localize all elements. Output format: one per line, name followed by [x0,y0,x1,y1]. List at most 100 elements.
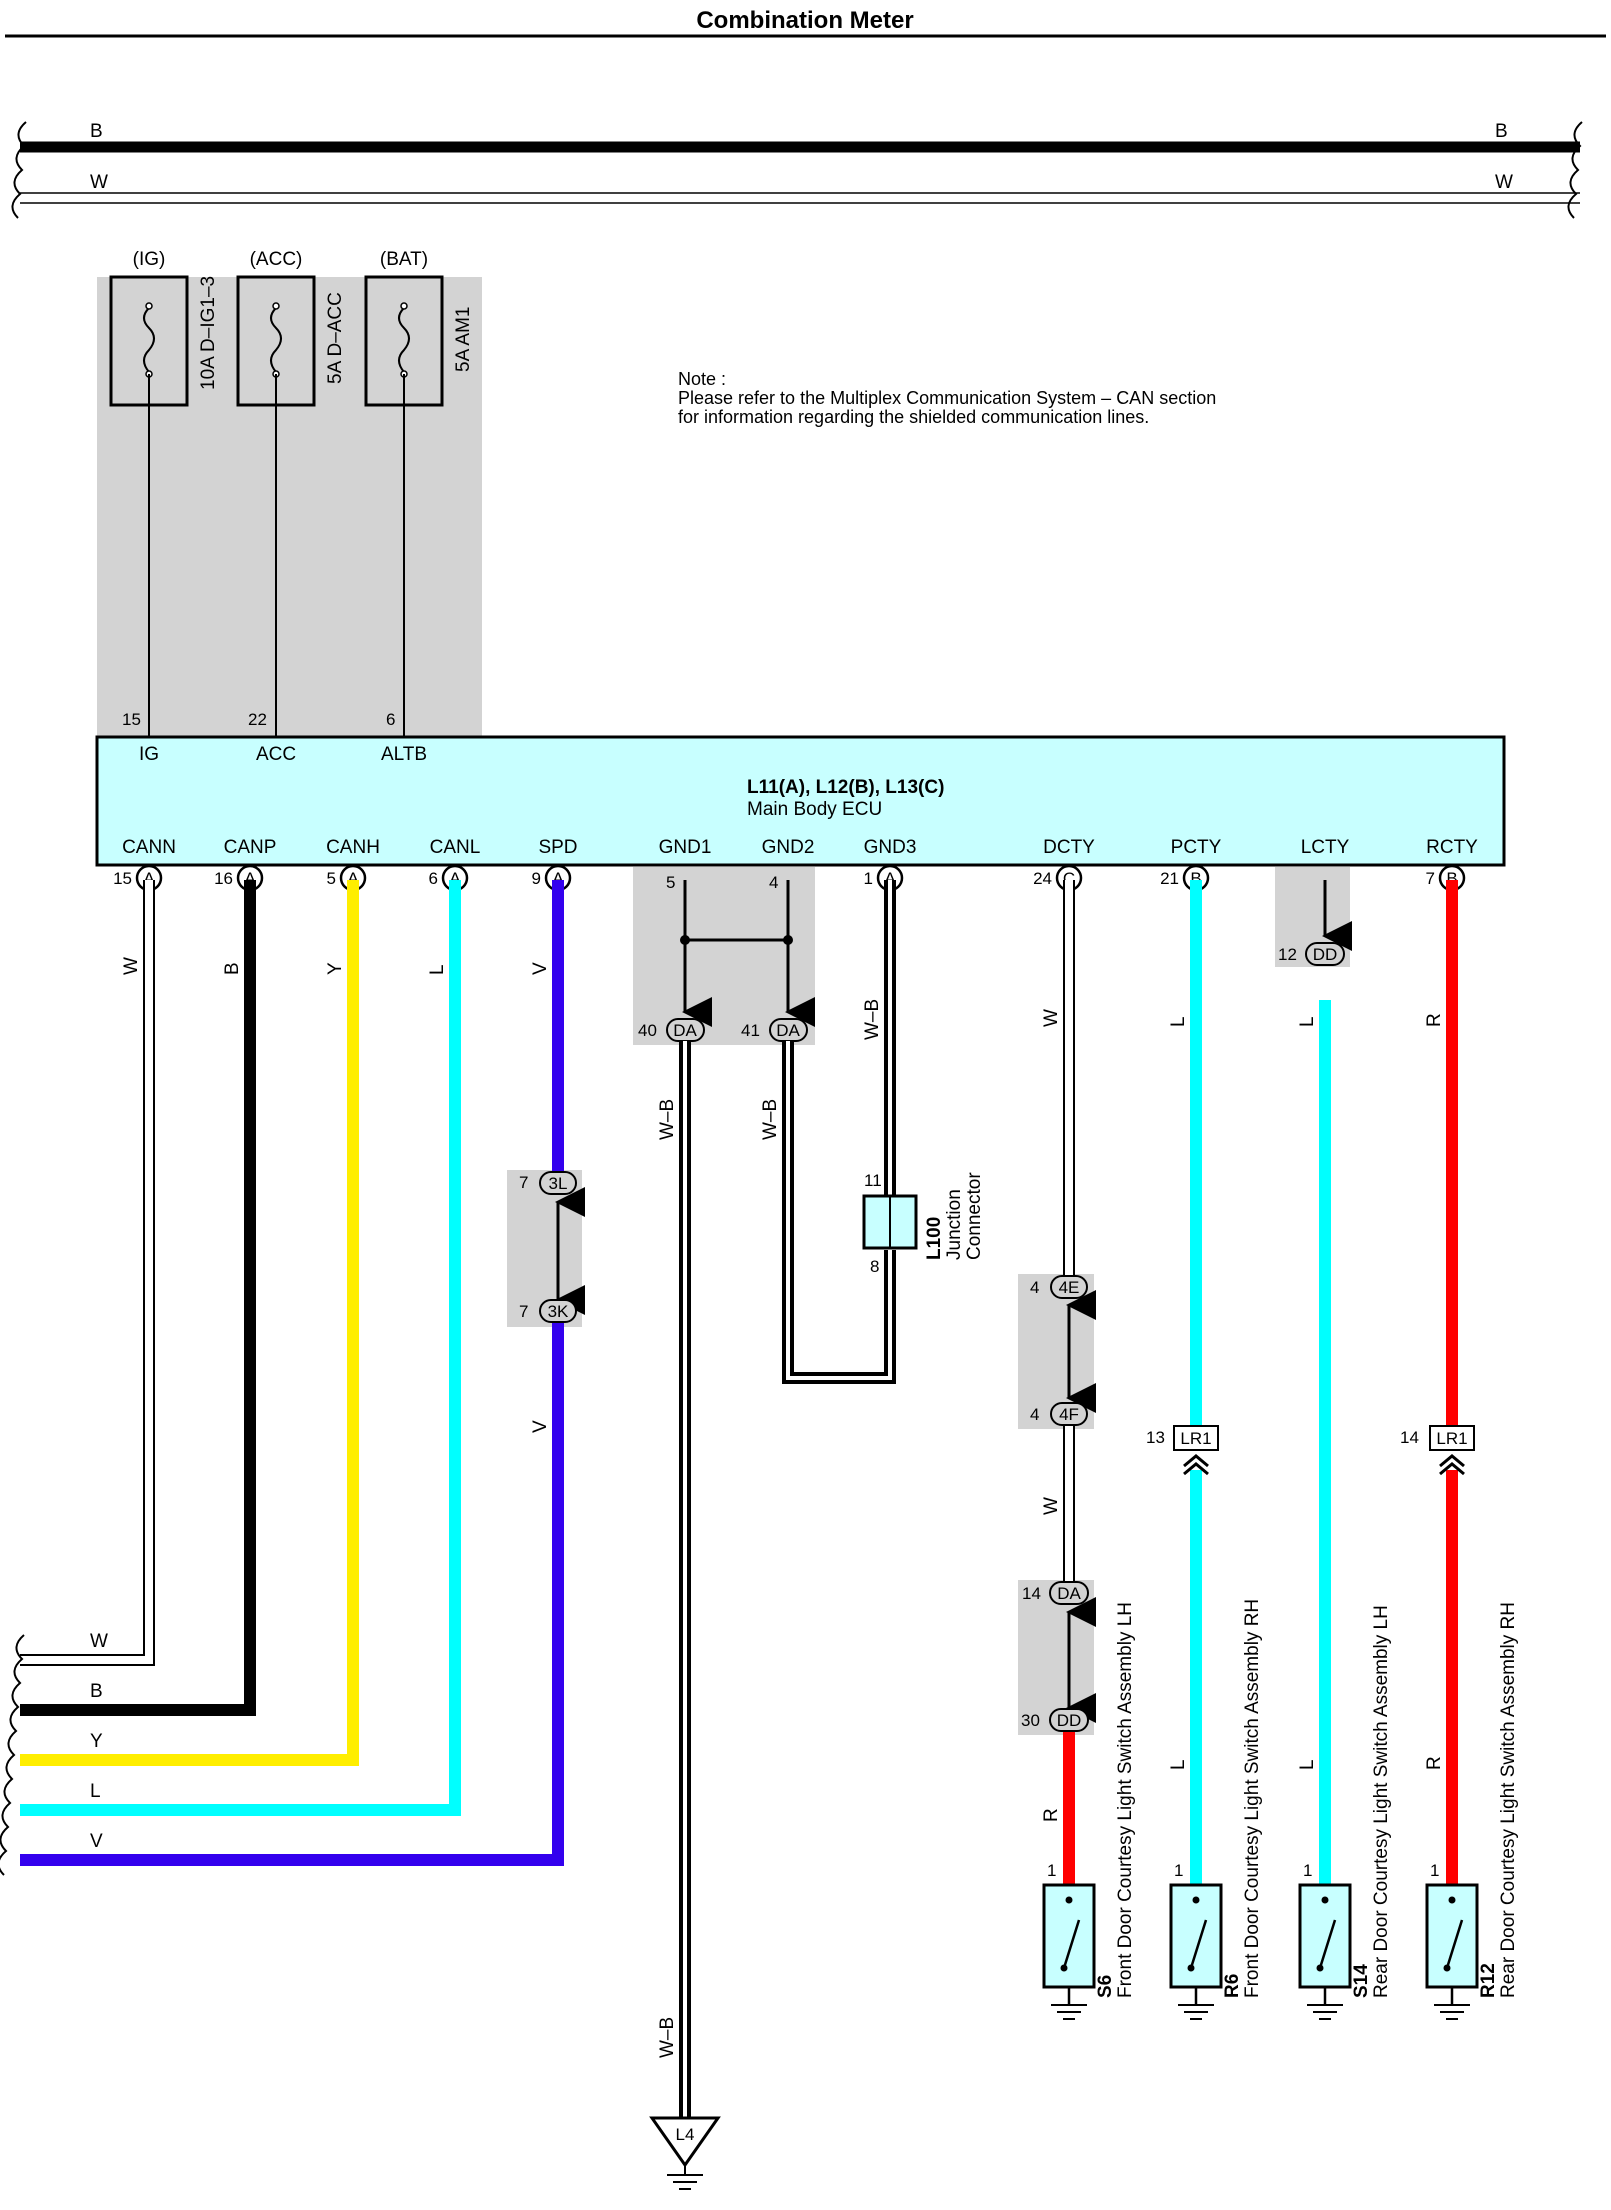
svg-text:Junction: Junction [944,1189,965,1260]
switch-pin: 1 [1047,1861,1056,1880]
wire-rcty: R R [1424,880,1458,1893]
terminal-label: SPD [538,837,577,858]
terminal-label: DCTY [1043,837,1095,858]
terminal-pin: 16 [214,869,233,888]
connector-dd12: 12 DD [1278,942,1345,966]
terminal-gnd1: GND1 [659,837,712,858]
svg-text:W: W [1041,1009,1062,1027]
svg-text:14: 14 [1400,1428,1419,1447]
svg-text:10A D–IG1–3: 10A D–IG1–3 [198,276,219,390]
svg-text:for information regarding the: for information regarding the shielded c… [678,407,1149,427]
svg-text:ACC: ACC [256,744,296,765]
svg-text:15: 15 [122,710,141,729]
svg-text:L: L [1168,1016,1189,1027]
ground-l4: L4 [649,2116,721,2190]
terminal-connector-id: B [1446,869,1457,888]
svg-text:W: W [90,172,108,193]
svg-text:L: L [427,964,448,975]
terminal-pin: 5 [327,869,336,888]
bus-w: W W [20,172,1580,204]
svg-text:R: R [1424,1756,1445,1770]
svg-text:5A D–ACC: 5A D–ACC [325,292,346,384]
svg-text:L: L [1297,1759,1318,1770]
svg-text:DA: DA [776,1021,800,1040]
wire-pcty: L L [1168,880,1202,1893]
svg-text:V: V [530,1420,551,1433]
connector-da40: 40 DA [638,1018,705,1042]
svg-text:DA: DA [1057,1584,1081,1603]
wire-gnd2-loop: W–B [760,1041,896,1384]
svg-text:V: V [90,1831,103,1852]
terminal-pin: 6 [429,869,438,888]
fuse-acc: (ACC) 5A D–ACC 22 [236,249,346,737]
wire-dcty: W W R [1041,880,1096,1893]
svg-text:W: W [90,1631,108,1652]
fuse-bat: (BAT) 5A AM1 6 [364,249,474,737]
page-title: Combination Meter [696,7,913,34]
junction-connector-l100: 11 8 L100 Junction Connector [862,1171,985,1276]
svg-text:L: L [90,1781,101,1802]
svg-text:W: W [1495,172,1513,193]
svg-text:6: 6 [386,710,395,729]
svg-text:W–B: W–B [862,999,883,1040]
terminal-pin: 1 [864,869,873,888]
svg-text:Note :: Note : [678,369,726,389]
terminal-label: GND1 [659,837,712,858]
svg-text:40: 40 [638,1021,657,1040]
svg-text:R: R [1424,1013,1445,1027]
switch-id: S14 [1351,1964,1372,1998]
connector-4f: 4 4F [1030,1402,1088,1426]
terminal-pin: 9 [532,869,541,888]
svg-text:13: 13 [1146,1428,1165,1447]
switch-id: R12 [1478,1963,1499,1998]
svg-text:41: 41 [741,1021,760,1040]
terminal-label: CANP [224,837,277,858]
svg-text:B: B [1495,121,1508,142]
svg-text:4: 4 [1030,1405,1039,1424]
svg-text:(BAT): (BAT) [380,249,428,270]
terminal-pin: 24 [1033,869,1052,888]
svg-text:(IG): (IG) [133,249,166,270]
terminal-gnd2: GND2 [762,837,815,858]
wire-break-marks [0,1634,25,1876]
svg-text:LR1: LR1 [1180,1429,1211,1448]
svg-text:V: V [530,962,551,975]
connector-da41: 41 DA [741,1018,808,1042]
terminal-pin: 21 [1160,869,1179,888]
note: Note : Please refer to the Multiplex Com… [678,369,1216,427]
svg-text:12: 12 [1278,945,1297,964]
svg-text:B: B [90,121,103,142]
svg-text:7: 7 [519,1173,528,1192]
wire-cann: W W [20,880,155,1666]
svg-text:5A AM1: 5A AM1 [453,307,474,373]
svg-text:30: 30 [1021,1711,1040,1730]
svg-text:DD: DD [1057,1711,1082,1730]
svg-text:Connector: Connector [964,1172,985,1260]
connector-lr1-pcty: 13 LR1 [1146,1425,1219,1476]
fuse-ig: (IG) 10A D–IG1–3 15 [109,249,219,737]
svg-text:4F: 4F [1059,1405,1079,1424]
wire-canh: Y Y [20,880,359,1766]
ecu-connectors: L11(A), L12(B), L13(C) [747,777,944,798]
bus-b: B B [20,121,1580,153]
svg-text:L100: L100 [924,1217,945,1260]
svg-text:DA: DA [673,1021,697,1040]
svg-text:5: 5 [666,873,675,892]
fuse-area [97,277,482,737]
terminal-label: RCTY [1426,837,1478,858]
svg-text:W–B: W–B [760,1099,781,1140]
connector-3l: 7 3L [519,1171,577,1195]
terminal-pin: 7 [1426,869,1435,888]
svg-text:L: L [1297,1016,1318,1027]
svg-text:L: L [1168,1759,1189,1770]
wire-canp: B B [20,880,256,1716]
bus-break-marks [11,121,1583,219]
svg-text:L4: L4 [676,2125,695,2144]
svg-text:3K: 3K [548,1302,569,1321]
switch-name: Front Door Courtesy Light Switch Assembl… [1115,1602,1136,1998]
connector-4e: 4 4E [1030,1275,1088,1299]
connector-lr1-rcty: 14 LR1 [1400,1425,1475,1476]
